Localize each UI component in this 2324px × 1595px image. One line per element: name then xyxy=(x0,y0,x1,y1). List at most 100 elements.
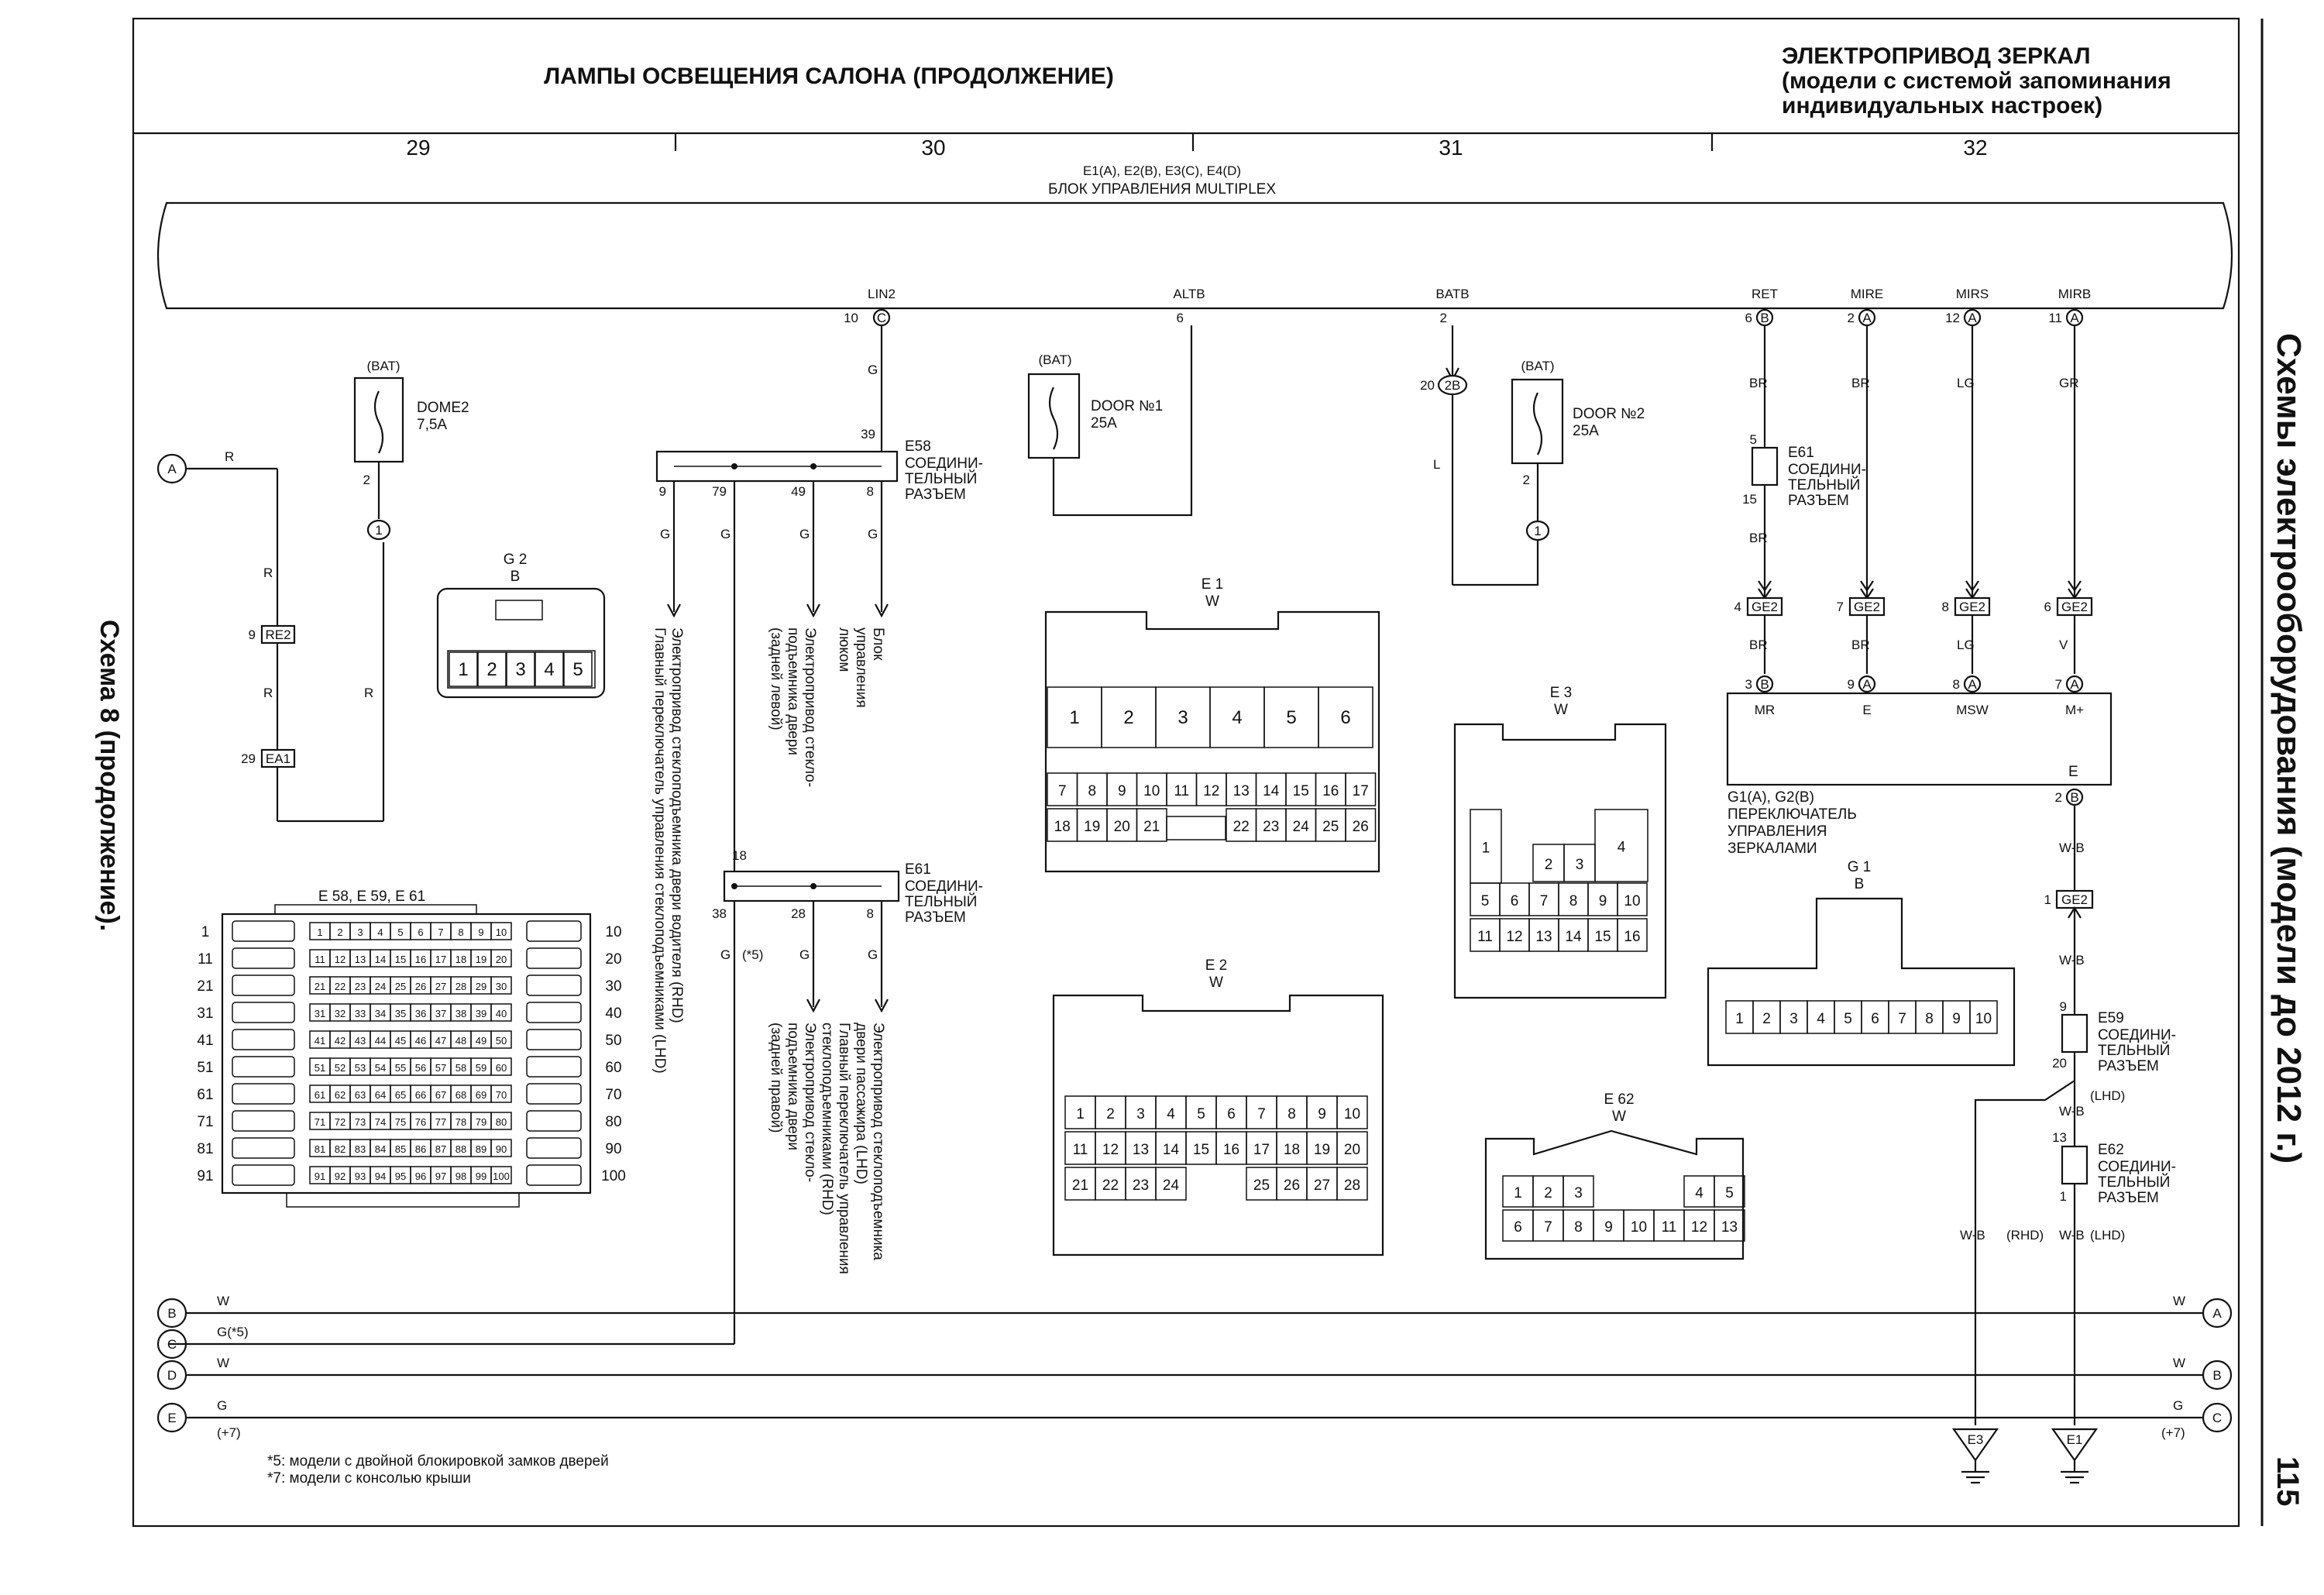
terminal-label: MR xyxy=(1755,703,1775,717)
pin-number: 14 xyxy=(1263,783,1280,799)
pin-number: 16 xyxy=(1624,929,1640,945)
svg-text:E62: E62 xyxy=(2098,1142,2124,1158)
svg-text:DOME2: DOME2 xyxy=(417,400,469,416)
footnote: *5: модели с двойной блокировкой замков … xyxy=(267,1453,609,1470)
pin-cell xyxy=(1714,1175,1745,1208)
svg-text:L: L xyxy=(1433,457,1440,472)
pin-number: 13 xyxy=(1233,783,1250,799)
pin-number: 1 xyxy=(1514,1185,1522,1201)
svg-text:13: 13 xyxy=(2052,1130,2067,1145)
page-title: ЛАМПЫ ОСВЕЩЕНИЯ САЛОНА (ПРОДОЛЖЕНИЕ) xyxy=(544,64,1114,89)
svg-text:E 3: E 3 xyxy=(1550,685,1573,701)
pin-number: 19 xyxy=(476,954,486,965)
svg-text:СОЕДИНИ-: СОЕДИНИ- xyxy=(2098,1159,2176,1175)
pin-number: 95 xyxy=(395,1170,406,1182)
pin-cell xyxy=(1563,1175,1594,1208)
pin-number: 26 xyxy=(415,981,426,992)
pin-number: 48 xyxy=(456,1035,466,1047)
pin-number: 8 xyxy=(1574,1219,1583,1236)
pin-number: 10 xyxy=(1143,783,1160,799)
pin-number: 10 xyxy=(1624,893,1640,909)
svg-text:E59: E59 xyxy=(2098,1010,2124,1026)
pin-number: 2 xyxy=(1106,1106,1115,1122)
pin-number: 81 xyxy=(197,1141,213,1157)
wire-note: (+7) xyxy=(2161,1425,2185,1440)
wire-color: W xyxy=(2173,1356,2185,1370)
section-title-3: индивидуальных настроек) xyxy=(1782,93,2102,119)
svg-text:DOOR №2: DOOR №2 xyxy=(1573,406,1645,422)
pin-number: 27 xyxy=(435,981,446,992)
svg-text:ПЕРЕКЛЮЧАТЕЛЬ: ПЕРЕКЛЮЧАТЕЛЬ xyxy=(1728,806,1857,823)
pin-cell xyxy=(449,651,478,687)
svg-text:ТЕЛЬНЫЙ: ТЕЛЬНЫЙ xyxy=(905,470,977,487)
svg-text:38: 38 xyxy=(712,906,727,921)
svg-text:B: B xyxy=(1855,876,1865,892)
connector-id: C xyxy=(877,311,886,325)
pin-number: 73 xyxy=(355,1116,366,1128)
pin-number: 24 xyxy=(375,981,386,992)
pin-cell xyxy=(506,651,535,687)
pin-number: 30 xyxy=(496,981,507,992)
pin-number: 50 xyxy=(605,1033,621,1049)
column-number: 31 xyxy=(1439,136,1463,160)
pin-number: 7 xyxy=(1540,893,1549,909)
pin-number: 70 xyxy=(496,1089,507,1101)
pin-number: 25 xyxy=(1322,819,1339,835)
pin-number: 2 xyxy=(337,926,342,938)
pin-cell xyxy=(1617,918,1648,952)
svg-text:20: 20 xyxy=(2052,1056,2067,1071)
svg-text:E 62: E 62 xyxy=(1604,1091,1634,1108)
pin-number: 97 xyxy=(435,1170,446,1182)
pin-number: 11 xyxy=(198,951,213,968)
pin-number: 91 xyxy=(197,1168,213,1184)
pin-number: 6 xyxy=(418,926,423,938)
svg-text:РАЗЪЕМ: РАЗЪЕМ xyxy=(2098,1058,2159,1074)
svg-text:15: 15 xyxy=(1742,492,1757,507)
pin-number: 7 xyxy=(1898,1011,1906,1027)
svg-text:R: R xyxy=(225,449,234,464)
svg-text:(BAT): (BAT) xyxy=(1038,352,1071,367)
pin-number: 71 xyxy=(197,1114,213,1130)
pin-number: 3 xyxy=(1574,1185,1583,1201)
pin-number: 21 xyxy=(1143,819,1160,835)
connector-id: GE2 xyxy=(1959,600,1985,614)
pin-number: 4 xyxy=(1817,1011,1825,1027)
connector-e61-right xyxy=(1751,446,1779,486)
pin-number: 20 xyxy=(1344,1142,1360,1158)
svg-text:G: G xyxy=(868,527,878,541)
svg-text:(*5): (*5) xyxy=(742,947,763,962)
connector-id: A xyxy=(2070,677,2079,692)
pin-number: 74 xyxy=(375,1116,386,1128)
svg-text:ТЕЛЬНЫЙ: ТЕЛЬНЫЙ xyxy=(2098,1042,2170,1059)
bus-connector-right: A xyxy=(2212,1306,2222,1321)
wire-color: W xyxy=(2173,1294,2185,1308)
svg-text:ЗЕРКАЛАМИ: ЗЕРКАЛАМИ xyxy=(1728,840,1817,857)
pin-number: 9 xyxy=(1599,893,1607,909)
svg-text:СОЕДИНИ-: СОЕДИНИ- xyxy=(1788,462,1866,478)
svg-text:ТЕЛЬНЫЙ: ТЕЛЬНЫЙ xyxy=(905,893,977,910)
svg-text:LG: LG xyxy=(1957,638,1975,652)
pin-number: 12 xyxy=(335,954,346,965)
pin-number: 16 xyxy=(1322,783,1339,799)
pin-number: 67 xyxy=(435,1089,446,1101)
pin-number: 12 xyxy=(1945,311,1960,325)
pin-number: 8 xyxy=(1088,783,1096,799)
pin-number: 6 xyxy=(1871,1011,1879,1027)
pin-number: 11 xyxy=(1073,1142,1088,1158)
pin-number: 40 xyxy=(605,1005,621,1022)
svg-text:B: B xyxy=(2070,790,2078,805)
svg-text:BR: BR xyxy=(1749,638,1768,652)
pin-number: 2 xyxy=(1440,311,1447,325)
pin-number: 2 xyxy=(1762,1011,1771,1027)
connector-ea1 xyxy=(260,748,296,768)
terminal-label: MIRE xyxy=(1851,287,1884,301)
svg-text:GR: GR xyxy=(2059,376,2079,390)
pin-number: 25 xyxy=(1253,1177,1270,1194)
pin-number: 83 xyxy=(355,1143,366,1155)
svg-text:W-B: W-B xyxy=(2059,1104,2085,1119)
bus-connector-left: D xyxy=(167,1368,177,1383)
column-number: 30 xyxy=(921,136,945,160)
pin-number: 43 xyxy=(355,1035,366,1047)
svg-text:ТЕЛЬНЫЙ: ТЕЛЬНЫЙ xyxy=(2098,1174,2170,1191)
pin-number: 49 xyxy=(476,1035,486,1047)
